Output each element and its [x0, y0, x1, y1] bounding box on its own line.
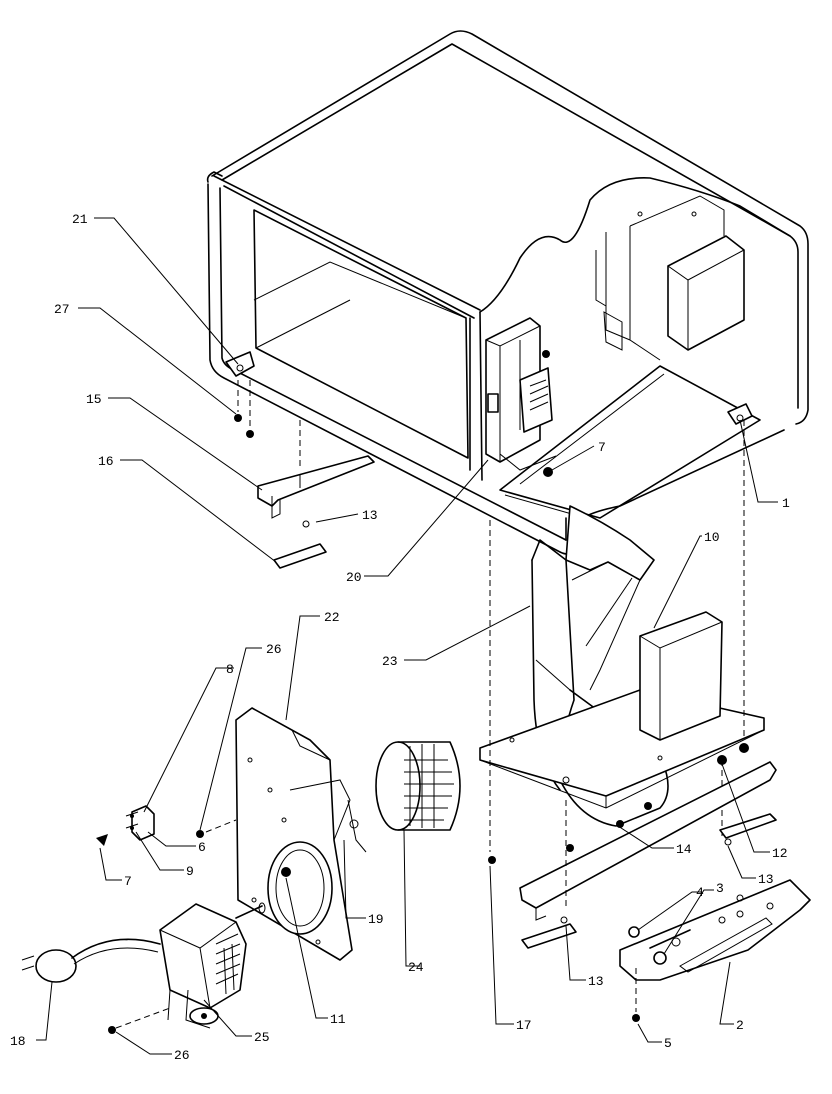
callout-1: 1 — [782, 496, 790, 511]
callout-18: 18 — [10, 1034, 26, 1049]
callout-20: 20 — [346, 570, 362, 585]
callout-9: 9 — [186, 864, 194, 879]
callout-12: 12 — [772, 846, 788, 861]
base-plate — [619, 879, 811, 1022]
left-foot-bracket — [234, 380, 375, 569]
callout-8: 8 — [226, 662, 234, 677]
motor-mounting-plate — [196, 707, 367, 961]
callout-10: 10 — [704, 530, 720, 545]
blower-assembly — [479, 420, 765, 840]
callout-19: 19 — [368, 912, 384, 927]
fan-motor — [108, 902, 266, 1034]
callout-25: 25 — [254, 1030, 270, 1045]
callout-17: 17 — [516, 1018, 532, 1033]
callout-13-left: 13 — [362, 508, 378, 523]
capacitor — [21, 938, 161, 983]
callout-5: 5 — [664, 1036, 672, 1051]
callout-26-top: 26 — [266, 642, 282, 657]
callout-labels: 21 27 15 16 13 20 7 1 10 23 22 26 8 6 9 … — [10, 212, 790, 1063]
callout-11: 11 — [330, 1012, 346, 1027]
callout-7-left: 7 — [124, 874, 132, 889]
callout-15: 15 — [86, 392, 102, 407]
front-foot-bracket — [488, 520, 777, 949]
callout-21: 21 — [72, 212, 88, 227]
callout-26-bottom: 26 — [174, 1048, 190, 1063]
blower-wheel — [375, 741, 461, 831]
callout-13-right: 13 — [758, 872, 774, 887]
callout-27: 27 — [54, 302, 70, 317]
callout-3: 3 — [716, 881, 724, 896]
callout-4: 4 — [696, 885, 704, 900]
thermal-switch — [96, 805, 155, 846]
callout-23: 23 — [382, 654, 398, 669]
leader-lines — [36, 217, 778, 1055]
callout-13-bottom: 13 — [588, 974, 604, 989]
cabinet-housing — [206, 30, 809, 555]
callout-6: 6 — [198, 840, 206, 855]
callout-16: 16 — [98, 454, 114, 469]
callout-22: 22 — [324, 610, 340, 625]
callout-7-top: 7 — [598, 440, 606, 455]
callout-2: 2 — [736, 1018, 744, 1033]
callout-24: 24 — [408, 960, 424, 975]
callout-14: 14 — [676, 842, 692, 857]
